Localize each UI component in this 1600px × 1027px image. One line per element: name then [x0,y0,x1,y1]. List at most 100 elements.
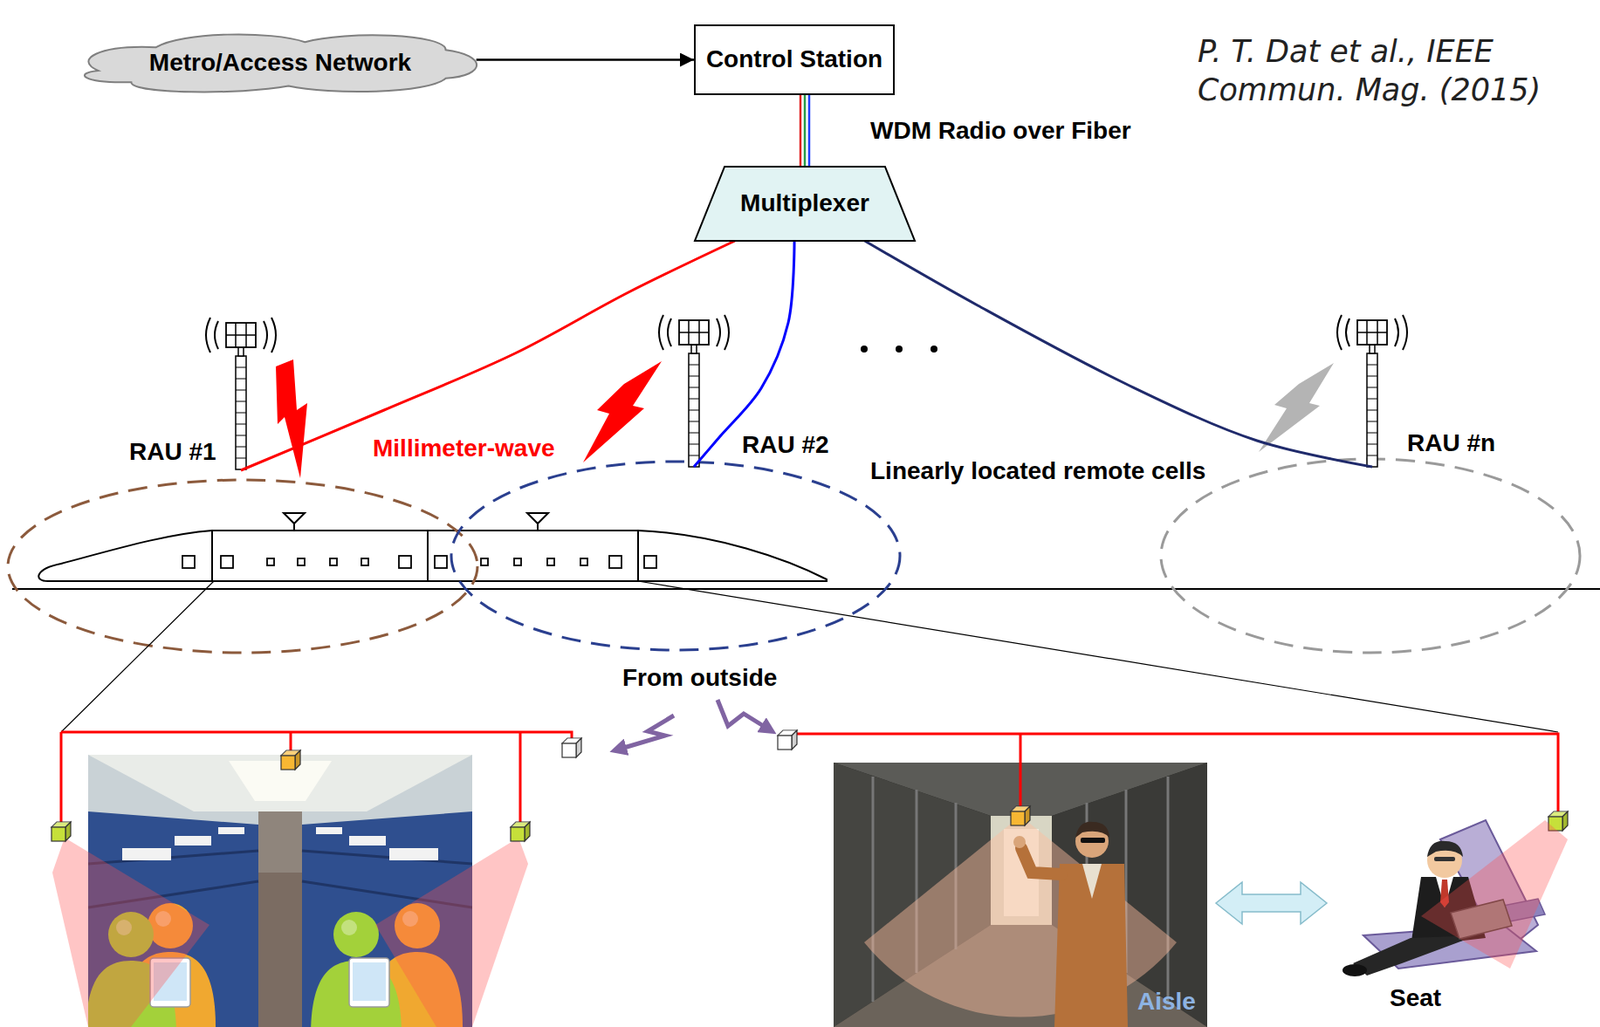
shoe [1342,964,1367,977]
remote-antenna-unit: RAU #n [1309,315,1515,467]
remote-antenna-unit: RAU #1 [122,315,284,471]
shirt [1082,864,1102,900]
headrest [174,836,212,846]
antenna-unit [777,730,797,750]
mmwave-bolt [275,359,308,479]
dot [895,345,903,353]
mmwave-bolt [583,361,662,463]
antenna-unit [281,750,301,770]
dot [860,345,868,353]
seat-illustration [1342,820,1568,977]
signal-label: Millimeter-wave [372,434,556,463]
feeder-wire [789,734,1559,812]
headrest [315,827,343,835]
mmwave-bolt [1258,363,1334,453]
unit-label: RAU #n [1407,429,1496,458]
process-box: Control Station [693,24,895,96]
cell-boundary [7,480,478,653]
unit-label: RAU #2 [741,431,830,460]
cabin-end [258,811,303,873]
network-cloud: Metro/Access Network [71,28,489,97]
hair [1075,822,1110,838]
connector-label: WDM Radio over Fiber [870,116,1132,145]
unit-label: RAU #1 [129,438,217,467]
ceiling-light [228,761,332,802]
antenna-tower [659,315,729,467]
antenna-unit [510,822,530,842]
trapezoid-outline [694,166,915,241]
fiber-strand [808,95,811,167]
antenna-unit [562,738,582,758]
arm [1021,848,1062,875]
multiplexer-trapezoid: Multiplexer [693,165,916,242]
tablet [349,958,390,1008]
headrest [122,848,172,861]
ground-line [12,588,1600,591]
cell-boundary [451,461,900,651]
sunglasses [1080,837,1106,844]
window [644,556,657,569]
antenna-unit [51,822,71,842]
window [182,556,195,569]
fiber-link [865,240,1373,467]
car-divider [212,530,639,582]
wdm-fiber [803,95,807,167]
area-label: Seat [1389,984,1442,1013]
window [480,558,488,566]
train-antenna [283,513,549,531]
node-title: Metro/Access Network [149,48,412,77]
leader-line [61,581,1559,733]
beam [864,816,1177,1018]
window [398,556,412,569]
window [434,556,447,569]
headrest [218,827,245,835]
zigzag-arrow [618,715,674,750]
remote-antenna-unit: RAU #2 [641,315,835,467]
window [297,558,305,566]
dot [930,345,938,353]
annotation-label: Linearly located remote cells [870,457,1206,486]
antenna-tower [206,317,276,470]
window [220,556,234,569]
headrest-covers [122,827,439,861]
glasses [1434,857,1456,862]
area-label: Aisle [1137,988,1196,1017]
connectors [240,60,1373,472]
window [609,556,622,569]
headrest [389,848,439,861]
arrow-connector [476,58,694,62]
window [580,558,588,566]
fiber-strands [800,95,810,167]
feeder-wire [61,732,572,823]
ellipsis-dots [860,345,938,353]
fiber-link [240,240,735,471]
cabin-ceiling [88,755,473,812]
fiber-strand [799,95,803,167]
antenna-unit [1010,806,1031,826]
window [267,558,275,566]
window [547,558,555,566]
double-arrow [1215,882,1327,925]
window [361,558,369,566]
window [329,558,337,566]
beam [375,837,529,1027]
beam [1421,820,1568,969]
annotation-label: From outside [622,664,777,693]
antenna-tower [1337,315,1408,467]
node-title: Control Station [706,45,883,74]
hand [1013,836,1026,849]
window [514,558,522,566]
tablet-screen [352,962,386,1002]
train-body [38,530,827,582]
headrest [349,836,386,846]
standing-passenger [1054,864,1128,1027]
beam [52,837,210,1027]
hair [1427,841,1463,858]
citation-text: P. T. Dat et al., IEEE Commun. Mag. (201… [1197,33,1593,110]
legs [1352,935,1477,976]
zigzag-arrow [717,700,770,730]
train-windows [182,556,657,569]
cell-boundary [1160,459,1580,653]
